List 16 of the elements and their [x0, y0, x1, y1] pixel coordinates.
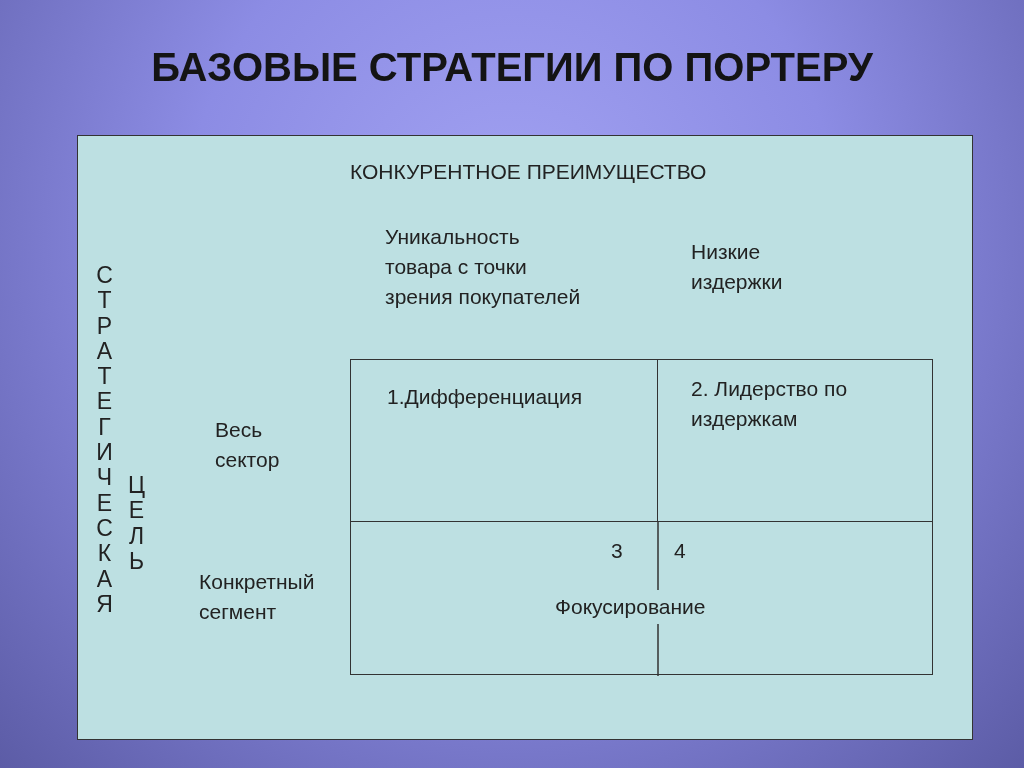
column-heading: Низкие издержки — [691, 239, 784, 295]
cell-text: 2. Лидерство по издержкам — [691, 376, 849, 432]
cell-text: 3 — [611, 538, 623, 564]
column-heading: Уникальность товара с точки зрения покупателей — [385, 224, 582, 310]
matrix-row — [350, 521, 933, 675]
cell-text: 4 — [674, 538, 686, 564]
title: БАЗОВЫЕ СТРАТЕГИИ ПО ПОРТЕРУ — [150, 45, 874, 90]
matrix-cell — [657, 359, 933, 522]
row-heading: Весь сектор — [215, 417, 281, 473]
cell-text: Фокусирование — [555, 594, 706, 620]
row-heading: Конкретный сегмент — [199, 569, 316, 625]
axis-title: ЦЕЛЬ — [127, 473, 146, 575]
axis-heading: КОНКУРЕНТНОЕ ПРЕИМУЩЕСТВО — [350, 159, 708, 185]
axis-title: СТРАТЕГИЧЕСКАЯ — [95, 263, 114, 618]
cell-text: 1.Дифференциация — [387, 384, 584, 410]
matrix-cell — [350, 359, 658, 522]
